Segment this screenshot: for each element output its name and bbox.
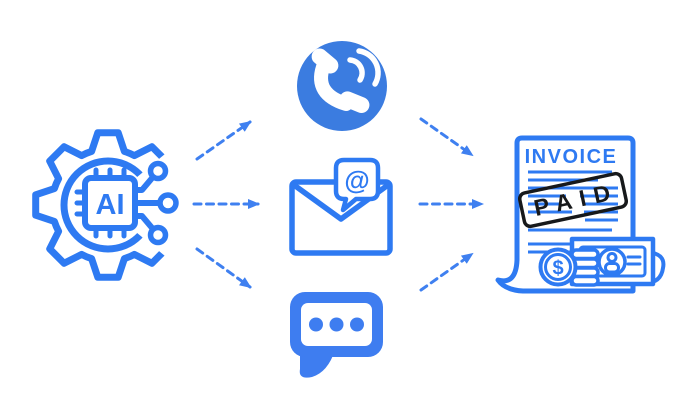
phone-call-icon — [297, 41, 387, 131]
banknote-lines — [626, 255, 642, 266]
arrow-chat-to-invoice — [419, 252, 474, 292]
arrow-phone-to-invoice — [419, 117, 474, 157]
chat-dots-icon — [290, 292, 383, 378]
at-symbol: @ — [344, 165, 369, 195]
invoice-paid-icon: INVOICE PAID — [495, 135, 666, 294]
circuit-node-icon — [147, 224, 169, 246]
ai-chip — [82, 175, 138, 231]
circuit-node-icon — [157, 192, 179, 214]
ai-chip-gear-icon: AI — [32, 117, 209, 293]
arrow-ai-to-phone — [195, 120, 252, 161]
dollar-symbol: $ — [552, 258, 563, 280]
email-at-icon: @ — [289, 157, 393, 256]
signal-waves-icon — [347, 48, 381, 87]
chat-dots — [309, 317, 364, 332]
dollar-coin-icon: $ — [538, 247, 578, 287]
arrow-ai-to-chat — [195, 247, 252, 289]
circuit-node-icon — [147, 160, 169, 182]
invoice-title: INVOICE — [525, 146, 618, 168]
ai-chip-label: AI — [96, 189, 125, 221]
arrows-channels-to-invoice — [418, 117, 484, 292]
arrows-ai-to-channels — [192, 120, 260, 289]
phone-handset-icon — [311, 48, 370, 113]
money-icon: $ — [538, 236, 666, 287]
at-speech-bubble — [333, 157, 381, 213]
